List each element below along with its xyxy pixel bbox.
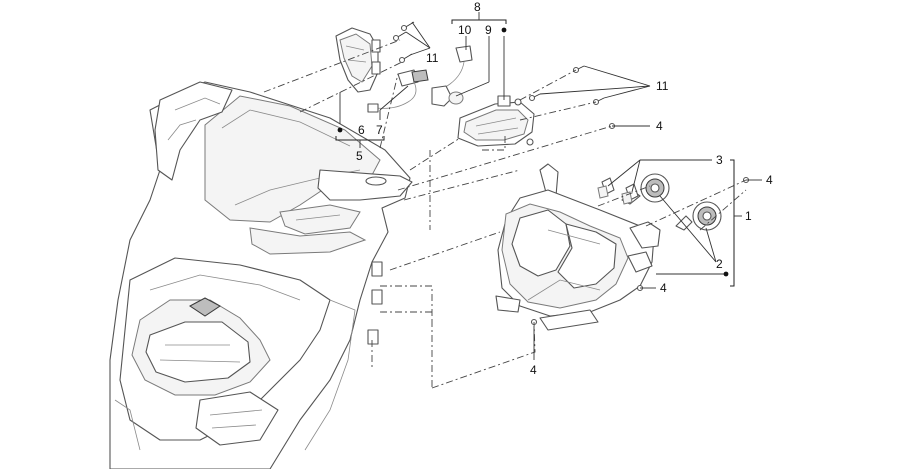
callout-3: 3 (716, 153, 723, 167)
screw-11-upper-b (392, 31, 407, 42)
callout-4-bottom: 4 (530, 363, 537, 377)
callout-5: 5 (356, 149, 363, 163)
screw-11-upper-a (400, 21, 415, 32)
main-headlamp-assembly (495, 163, 661, 331)
screw-11-right-b (528, 93, 541, 102)
callout-leaders (335, 12, 762, 360)
screws (392, 21, 750, 326)
callout-6: 6 (358, 123, 365, 137)
callout-numbers: 8 10 9 11 6 7 5 11 4 3 4 1 2 4 4 (356, 0, 773, 377)
callout-4-right: 4 (766, 173, 773, 187)
callout-11-right: 11 (656, 79, 669, 93)
callout-10: 10 (458, 23, 472, 37)
assembly-guide-lines (263, 39, 747, 389)
callout-7: 7 (376, 123, 383, 137)
front-position-lamp (457, 95, 535, 147)
bulb-and-connector (431, 45, 473, 107)
screw-11-right-a (572, 65, 585, 74)
screw-11-right-c (592, 97, 605, 106)
callout-1: 1 (745, 209, 752, 223)
callout-4-top: 4 (656, 119, 663, 133)
callout-2: 2 (716, 257, 723, 271)
callout-4-bottom-right: 4 (660, 281, 667, 295)
callout-8: 8 (474, 0, 481, 14)
scooter-front-body (109, 81, 413, 469)
turn-signal-left-assembly (335, 27, 429, 113)
callout-9: 9 (485, 23, 492, 37)
callout-11-upper: 11 (426, 51, 439, 65)
